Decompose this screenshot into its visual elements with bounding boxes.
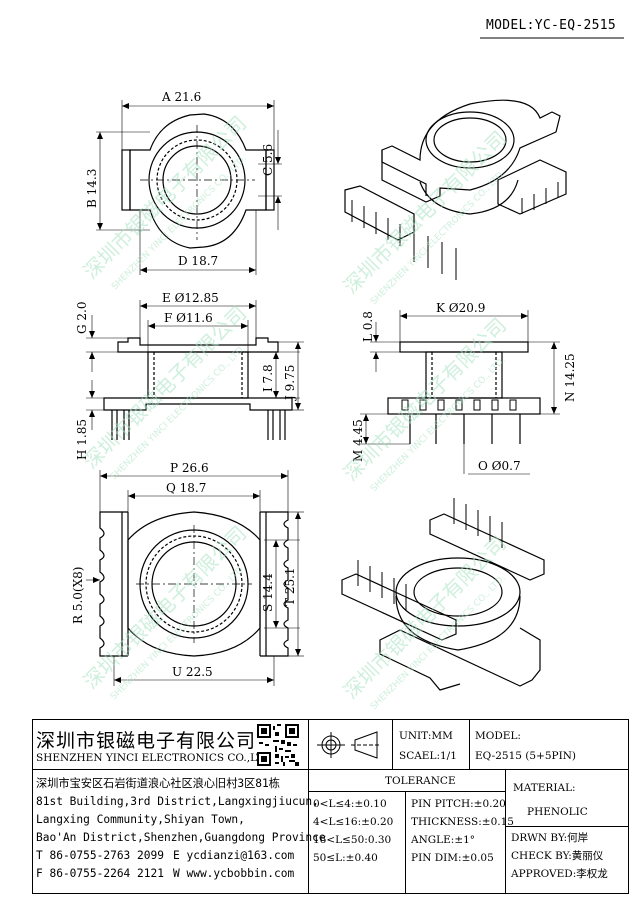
dim-r: R 5.0(X8) xyxy=(71,567,85,624)
dim-c: C 5.6 xyxy=(261,144,275,176)
unit-label: UNIT:MM xyxy=(399,730,453,742)
fax: F 86-0755-2264 2121 xyxy=(36,867,164,880)
dim-o: O Ø0.7 xyxy=(478,459,521,473)
dim-b: B 14.3 xyxy=(85,169,99,208)
bottom-view xyxy=(86,470,304,686)
material-header: MATERIAL: xyxy=(513,782,576,794)
tolerance-thickness: THICKNESS:±0.15 xyxy=(411,816,514,828)
projection-symbol-icon xyxy=(315,726,385,764)
isometric-view-bottom xyxy=(341,498,545,691)
company-name-en: SHENZHEN YINCI ELECTRONICS CO.,LTD. xyxy=(36,752,275,764)
model-label: MODEL:YC-EQ-2515 xyxy=(486,18,617,33)
dim-a: A 21.6 xyxy=(161,90,201,104)
side-view xyxy=(360,310,560,475)
tolerance-len-2: 16<L≤50:0.30 xyxy=(313,834,392,846)
tolerance-pin-dim: PIN DIM:±0.05 xyxy=(411,852,494,864)
watermark-cn-5: 深圳市银磁电子有限公司 xyxy=(79,521,252,694)
watermark-cn-3: 深圳市银磁电子有限公司 xyxy=(79,301,252,474)
telephone: T 86-0755-2763 2099 xyxy=(36,849,164,862)
drawn-by: DRWN BY:何岸 xyxy=(511,832,589,844)
tolerance-len-3: 50≤L:±0.40 xyxy=(313,852,378,864)
dim-n: N 14.25 xyxy=(563,353,577,402)
address-line-1: 81st Building,3rd District,Langxingjiucu… xyxy=(36,795,319,808)
scale-label: SCAEL:1/1 xyxy=(399,750,457,762)
email: E ycdianzi@163.com xyxy=(173,849,295,862)
address-line-2: Langxing Community,Shiyan Town, xyxy=(36,813,245,826)
dim-s: S 14.4 xyxy=(261,573,275,612)
tolerance-len-0: 0<L≤4:±0.10 xyxy=(313,798,387,810)
dimension-labels: A 21.6 B 14.3 C 5.6 D 18.7 E Ø12.85 F Ø1… xyxy=(71,90,577,679)
watermark-cn-6: 深圳市银磁电子有限公司 xyxy=(339,531,512,704)
dim-g: G 2.0 xyxy=(75,302,89,334)
dim-l: L 0.8 xyxy=(361,311,375,342)
address-cn: 深圳市宝安区石岩街道浪心社区浪心旧村3区81栋 xyxy=(36,777,280,790)
watermark-group: 深圳市银磁电子有限公司 SHENZHEN YINCI ELECTRONICS C… xyxy=(79,111,512,712)
dim-k: K Ø20.9 xyxy=(436,301,485,315)
dim-u: U 22.5 xyxy=(172,665,213,679)
top-view xyxy=(96,100,282,275)
dim-p: P 26.6 xyxy=(170,461,209,475)
tolerance-header: TOLERANCE xyxy=(385,775,456,787)
model-header: MODEL: xyxy=(475,730,521,742)
qr-code xyxy=(257,724,299,766)
dim-m: M 4.45 xyxy=(351,419,365,462)
tolerance-len-1: 4<L≤16:±0.20 xyxy=(313,816,394,828)
approved-by: APPROVED:李权龙 xyxy=(511,868,608,880)
tolerance-pin-pitch: PIN PITCH:±0.20 xyxy=(411,798,506,810)
company-name-cn: 深圳市银磁电子有限公司 xyxy=(36,730,257,752)
dim-e: E Ø12.85 xyxy=(162,291,219,305)
dim-q: Q 18.7 xyxy=(166,481,206,495)
dim-f: F Ø11.6 xyxy=(164,311,213,325)
website: W www.ycbobbin.com xyxy=(173,867,295,880)
address-line-3: Bao'An District,Shenzhen,Guangdong Provi… xyxy=(36,831,326,844)
tolerance-angle: ANGLE:±1° xyxy=(411,834,476,846)
dim-i: I 7.8 xyxy=(261,364,275,392)
dim-j: J 9.75 xyxy=(283,365,297,402)
isometric-view-top xyxy=(344,99,567,280)
title-block: 深圳市银磁电子有限公司 SHENZHEN YINCI ELECTRONICS C… xyxy=(32,719,629,894)
watermark-cn-1: 深圳市银磁电子有限公司 xyxy=(79,111,252,284)
material-value: PHENOLIC xyxy=(527,806,588,818)
front-view xyxy=(86,300,304,440)
dim-t: T 25.1 xyxy=(283,567,297,606)
dim-d: D 18.7 xyxy=(178,254,218,268)
check-by: CHECK BY:黄丽仪 xyxy=(511,850,604,862)
dim-h: H 1.85 xyxy=(75,419,89,460)
model-value: EQ-2515 (5+5PIN) xyxy=(475,750,577,762)
